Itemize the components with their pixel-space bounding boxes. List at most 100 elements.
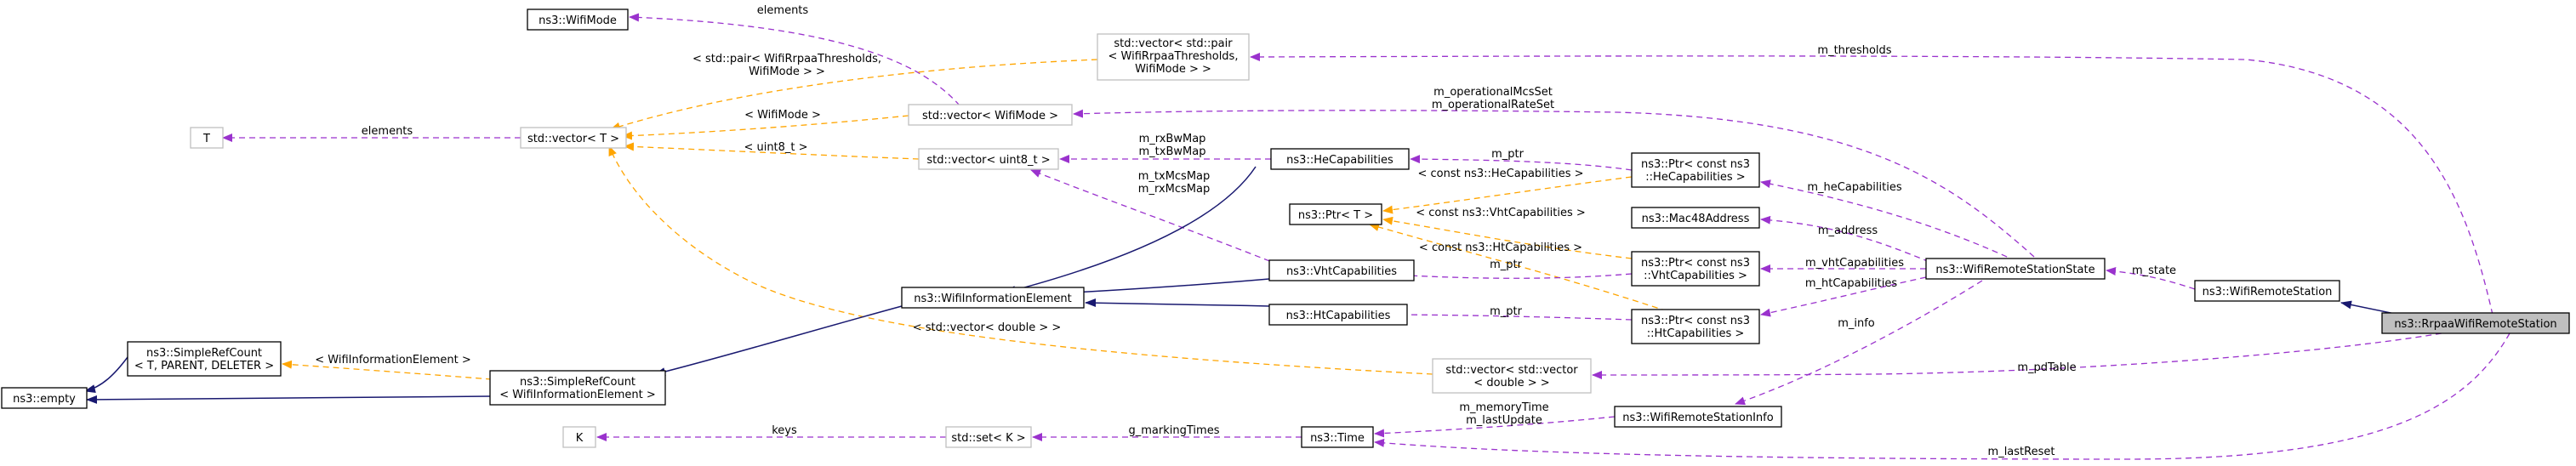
svg-text:std::set< K >: std::set< K > bbox=[951, 432, 1025, 445]
edge-uint8-instance bbox=[624, 142, 920, 160]
edge-m-htcapabilities bbox=[1760, 276, 1927, 317]
node-htcapabilities[interactable]: ns3::HtCapabilities bbox=[1268, 304, 1408, 326]
node-ptr-t[interactable]: ns3::Ptr< T > bbox=[1289, 203, 1382, 225]
node-vector-t: std::vector< T > bbox=[520, 127, 627, 149]
svg-text:std::vector< std::pair< WifiRr: std::vector< std::pair< WifiRrpaaThresho… bbox=[1108, 37, 1239, 76]
svg-text:ns3::WifiMode: ns3::WifiMode bbox=[539, 14, 617, 27]
edge-vht-instance bbox=[1382, 216, 1633, 259]
edge-m-ptr-vht bbox=[1377, 270, 1633, 279]
edge-he-instance bbox=[1382, 176, 1633, 214]
edge-label-m-thresholds: m_thresholds bbox=[1817, 44, 1891, 57]
node-ptr-hecapabilities[interactable]: ns3::Ptr< const ns3::HeCapabilities > bbox=[1631, 152, 1760, 188]
edge-ht-instance bbox=[1369, 223, 1668, 312]
edge-label-m-hecapabilities: m_heCapabilities bbox=[1807, 181, 1901, 194]
edge-inherit-refcount-ie-empty bbox=[86, 395, 491, 404]
edge-label-m-address: m_address bbox=[1818, 224, 1878, 237]
node-vector-uint8: std::vector< uint8_t > bbox=[918, 148, 1059, 170]
edge-label-vector-double-instance: < std::vector< double > > bbox=[913, 321, 1062, 334]
edge-m-info bbox=[1735, 280, 1983, 406]
edge-label-keys: keys bbox=[772, 424, 797, 437]
nodes: ns3::WifiMode std::vector< std::pair< Wi… bbox=[1, 9, 2570, 448]
svg-text:std::vector< WifiMode >: std::vector< WifiMode > bbox=[922, 110, 1058, 122]
edge-label-elements-t: elements bbox=[362, 125, 413, 138]
edge-label-elements-wifimode: elements bbox=[757, 4, 809, 17]
node-k: K bbox=[562, 426, 596, 448]
svg-text:ns3::Ptr< const ns3::HtCapabil: ns3::Ptr< const ns3::HtCapabilities > bbox=[1641, 315, 1750, 340]
node-simplerefcount-ie[interactable]: ns3::SimpleRefCount< WifiInformationElem… bbox=[489, 370, 666, 406]
edge-m-hecapabilities bbox=[1760, 179, 2017, 262]
edge-pair-instance bbox=[610, 59, 1098, 131]
edge-m-state bbox=[2106, 267, 2196, 290]
node-time[interactable]: ns3::Time bbox=[1301, 426, 1374, 448]
node-vhtcapabilities[interactable]: ns3::VhtCapabilities bbox=[1268, 259, 1415, 281]
svg-text:ns3::SimpleRefCount< WifiInfor: ns3::SimpleRefCount< WifiInformationElem… bbox=[499, 376, 656, 401]
edge-m-thresholds bbox=[1250, 52, 2493, 315]
svg-text:ns3::WifiRemoteStationState: ns3::WifiRemoteStationState bbox=[1935, 264, 2094, 276]
svg-text:ns3::empty: ns3::empty bbox=[13, 393, 76, 406]
svg-text:ns3::SimpleRefCount< T, PARENT: ns3::SimpleRefCount< T, PARENT, DELETER … bbox=[134, 347, 274, 372]
edge-label-m-ptr-ht: m_ptr bbox=[1490, 305, 1523, 318]
svg-text:ns3::Mac48Address: ns3::Mac48Address bbox=[1642, 213, 1750, 225]
svg-text:ns3::WifiRemoteStationInfo: ns3::WifiRemoteStationInfo bbox=[1622, 412, 1773, 424]
svg-text:ns3::RrpaaWifiRemoteStation: ns3::RrpaaWifiRemoteStation bbox=[2394, 318, 2556, 331]
edge-labels: elements m_thresholds < std::pair< WifiR… bbox=[315, 4, 2176, 458]
node-wifiremotestationinfo[interactable]: ns3::WifiRemoteStationInfo bbox=[1614, 406, 1782, 428]
svg-text:K: K bbox=[576, 432, 584, 445]
edge-m-lastreset bbox=[1374, 332, 2510, 460]
edge-label-m-info: m_info bbox=[1838, 317, 1875, 330]
node-rrpaawifiremotestation[interactable]: ns3::RrpaaWifiRemoteStation bbox=[2381, 312, 2570, 334]
edges bbox=[84, 13, 2510, 460]
edge-operational bbox=[1073, 109, 2043, 264]
svg-text:ns3::WifiInformationElement: ns3::WifiInformationElement bbox=[914, 293, 1072, 305]
edge-label-m-vhtcapabilities: m_vhtCapabilities bbox=[1805, 257, 1904, 270]
node-empty[interactable]: ns3::empty bbox=[1, 387, 88, 409]
node-hecapabilities[interactable]: ns3::HeCapabilities bbox=[1270, 148, 1410, 170]
node-simplerefcount-t[interactable]: ns3::SimpleRefCount< T, PARENT, DELETER … bbox=[127, 341, 282, 377]
edge-label-g-markingtimes: g_markingTimes bbox=[1129, 424, 1220, 437]
edge-inherit-refcount-t-empty bbox=[84, 356, 128, 393]
node-ptr-vhtcapabilities[interactable]: ns3::Ptr< const ns3::VhtCapabilities > bbox=[1631, 251, 1760, 287]
svg-text:ns3::WifiRemoteStation: ns3::WifiRemoteStation bbox=[2203, 286, 2333, 298]
svg-text:ns3::Ptr< const ns3::HeCapabil: ns3::Ptr< const ns3::HeCapabilities > bbox=[1641, 158, 1750, 184]
edge-label-wifimode-instance: < WifiMode > bbox=[744, 109, 821, 122]
edge-label-m-pdtable: m_pdTable bbox=[2017, 361, 2076, 374]
svg-text:ns3::Ptr< const ns3::VhtCapabi: ns3::Ptr< const ns3::VhtCapabilities > bbox=[1641, 257, 1750, 282]
edge-inherit-htCap bbox=[1085, 298, 1270, 308]
node-t: T bbox=[190, 127, 224, 149]
edge-ie-instance bbox=[282, 360, 493, 380]
edge-mcsmap bbox=[1030, 169, 1290, 270]
node-set-k: std::set< K > bbox=[945, 426, 1032, 448]
edge-label-m-lastreset: m_lastReset bbox=[1988, 446, 2055, 458]
node-vector-wifimode: std::vector< WifiMode > bbox=[908, 104, 1073, 126]
svg-text:ns3::HtCapabilities: ns3::HtCapabilities bbox=[1286, 310, 1391, 322]
svg-text:std::vector< uint8_t >: std::vector< uint8_t > bbox=[926, 154, 1050, 167]
node-vector-pair: std::vector< std::pair< WifiRrpaaThresho… bbox=[1097, 33, 1250, 81]
edge-elements-wifimode bbox=[629, 13, 960, 106]
svg-text:std::vector< std::vector< doub: std::vector< std::vector< double > > bbox=[1445, 364, 1578, 389]
edge-inherit-heCap bbox=[1005, 166, 1257, 294]
node-wifiinformationelement[interactable]: ns3::WifiInformationElement bbox=[901, 287, 1085, 309]
node-ptr-htcapabilities[interactable]: ns3::Ptr< const ns3::HtCapabilities > bbox=[1631, 309, 1760, 344]
edge-label-vht-instance: < const ns3::VhtCapabilities > bbox=[1416, 207, 1586, 219]
edge-label-pair-instance: < std::pair< WifiRrpaaThresholds,WifiMod… bbox=[692, 53, 881, 78]
edge-m-ptr-he bbox=[1410, 155, 1633, 171]
node-mac48address[interactable]: ns3::Mac48Address bbox=[1631, 207, 1760, 229]
node-wifimode[interactable]: ns3::WifiMode bbox=[527, 9, 629, 31]
svg-text:T: T bbox=[202, 133, 210, 145]
edge-label-uint8-instance: < uint8_t > bbox=[744, 141, 807, 154]
edge-label-ie-instance: < WifiInformationElement > bbox=[315, 354, 471, 367]
node-wifiremotestationstate[interactable]: ns3::WifiRemoteStationState bbox=[1925, 258, 2106, 280]
edge-label-m-ptr-he: m_ptr bbox=[1491, 148, 1525, 161]
edge-label-he-instance: < const ns3::HeCapabilities > bbox=[1417, 168, 1583, 180]
svg-text:ns3::Ptr< T >: ns3::Ptr< T > bbox=[1298, 209, 1373, 222]
edge-memorytime bbox=[1374, 416, 1616, 438]
node-vector-vector-double: std::vector< std::vector< double > > bbox=[1432, 358, 1592, 394]
edge-label-m-state: m_state bbox=[2132, 264, 2176, 277]
edge-inherit-ie-refcount bbox=[654, 305, 903, 376]
node-wifiremotestation[interactable]: ns3::WifiRemoteStation bbox=[2194, 280, 2340, 302]
svg-text:ns3::HeCapabilities: ns3::HeCapabilities bbox=[1286, 154, 1393, 167]
